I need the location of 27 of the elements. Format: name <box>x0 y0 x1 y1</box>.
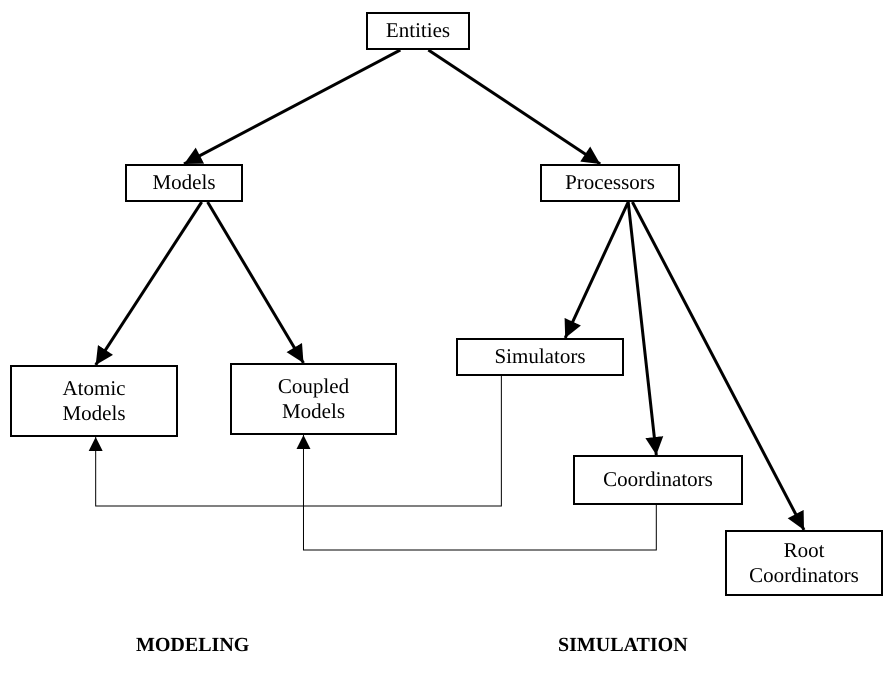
process-box <box>230 363 397 435</box>
arrow <box>564 201 630 339</box>
node-label: Coupled Models <box>276 374 350 424</box>
process-box <box>725 530 883 596</box>
process-box <box>573 455 743 505</box>
process-box <box>125 164 243 202</box>
node-label: Models <box>152 170 216 196</box>
arrow <box>183 48 402 166</box>
section-label: MODELING <box>136 634 250 657</box>
arrow <box>631 201 806 531</box>
section-label: SIMULATION <box>558 634 688 657</box>
arrow <box>94 201 203 366</box>
node-label: Entities <box>386 18 450 44</box>
process-box <box>366 12 470 50</box>
node-label: Coordinators <box>603 467 713 493</box>
node-label: Root Coordinators <box>748 538 860 588</box>
arrow <box>296 434 657 550</box>
process-box <box>456 338 624 376</box>
node-label: Processors <box>565 170 655 196</box>
arrow <box>626 202 664 456</box>
node-label: Atomic Models <box>62 376 126 426</box>
arrow <box>206 201 305 364</box>
process-box <box>10 365 178 437</box>
process-box <box>540 164 680 202</box>
arrow <box>428 48 602 166</box>
arrow <box>88 376 502 506</box>
node-label: Simulators <box>494 344 586 370</box>
